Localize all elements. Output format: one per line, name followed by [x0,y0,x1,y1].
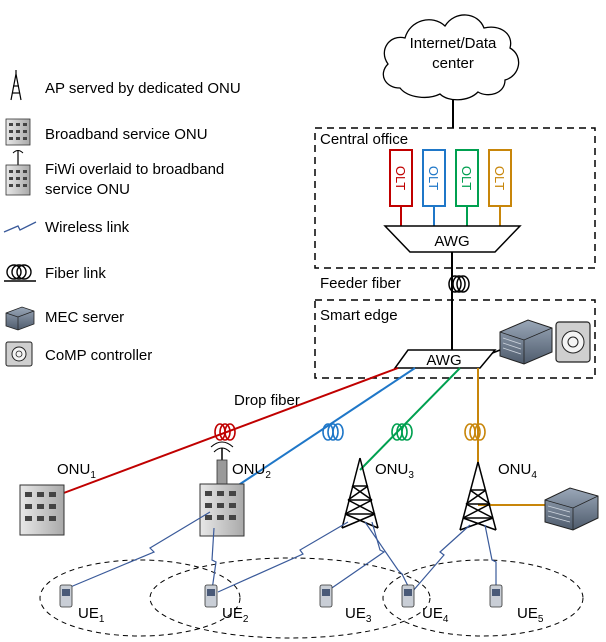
mec-server-edge [499,319,553,365]
onu1-label: ONU1 [57,461,96,481]
ue5-label: UE5 [517,605,544,625]
smart-edge: Smart edge AWG [314,299,596,379]
onu2-label: ONU2 [232,461,271,481]
onu2-fiwi-building [199,441,245,537]
legend-wireless-label: Wireless link [45,219,130,236]
onu4-label: ONU4 [498,461,537,481]
wireless-link-icon [3,221,37,233]
ue1-label: UE1 [78,605,105,625]
ue2-label: UE2 [222,605,249,625]
awg-central-label: AWG [434,233,469,250]
wireless-links [67,511,497,593]
legend-broadband-label: Broadband service ONU [45,126,208,143]
onu4-tower [459,461,497,531]
ue4-phone [401,584,415,608]
central-office: Central office OLT OLT OLT OLT AWG [314,127,596,269]
olt-orange: OLT [488,149,512,226]
cloud-label-1: Internet/Data [410,35,497,52]
legend-ap-label: AP served by dedicated ONU [45,80,241,97]
drop-fiber-label: Drop fiber [234,392,300,409]
fiwi-building-icon [5,150,31,196]
awg-central: AWG [383,225,522,253]
coverage-areas [39,557,584,639]
legend-comp-label: CoMP controller [45,347,152,364]
ue1-phone [59,584,73,608]
comp-controller-edge [555,321,591,363]
ue4-label: UE4 [422,605,449,625]
mec-server-icon [5,306,35,331]
fiber-coil-icon [4,264,36,282]
olt-red: OLT [389,149,413,226]
olt-label: OLT [459,166,474,190]
awg-edge-label: AWG [426,352,461,369]
internet-cloud: Internet/Data center [382,14,520,101]
ue-phones [59,584,503,608]
legend-fiber-label: Fiber link [45,265,106,282]
olt-label: OLT [393,166,408,190]
feeder-fiber-label: Feeder fiber [320,275,401,292]
drop-fibers [44,367,545,506]
onu1-building [19,484,65,536]
ue3-phone [319,584,333,608]
olt-blue: OLT [422,149,446,226]
olt-label: OLT [426,166,441,190]
olt-green: OLT [455,149,479,226]
ue2-phone [204,584,218,608]
cloud-label-2: center [432,55,474,72]
legend-mec-label: MEC server [45,309,124,326]
central-office-title: Central office [320,131,408,148]
legend: AP served by dedicated ONU Broadband ser… [3,70,241,367]
ue5-phone [489,584,503,608]
mec-server-onu4 [544,487,599,531]
olt-label: OLT [492,166,507,190]
ue3-label: UE3 [345,605,372,625]
awg-edge: AWG [393,349,497,369]
building-icon [5,118,31,146]
tower-icon [10,70,22,101]
feeder-fiber: Feeder fiber [320,252,470,350]
legend-fiwi-label-2: service ONU [45,181,130,198]
legend-fiwi-label-1: FiWi overlaid to broadband [45,161,224,178]
comp-controller-icon [5,341,33,367]
smart-edge-title: Smart edge [320,307,398,324]
onu3-tower [341,457,379,529]
onu3-label: ONU3 [375,461,414,481]
